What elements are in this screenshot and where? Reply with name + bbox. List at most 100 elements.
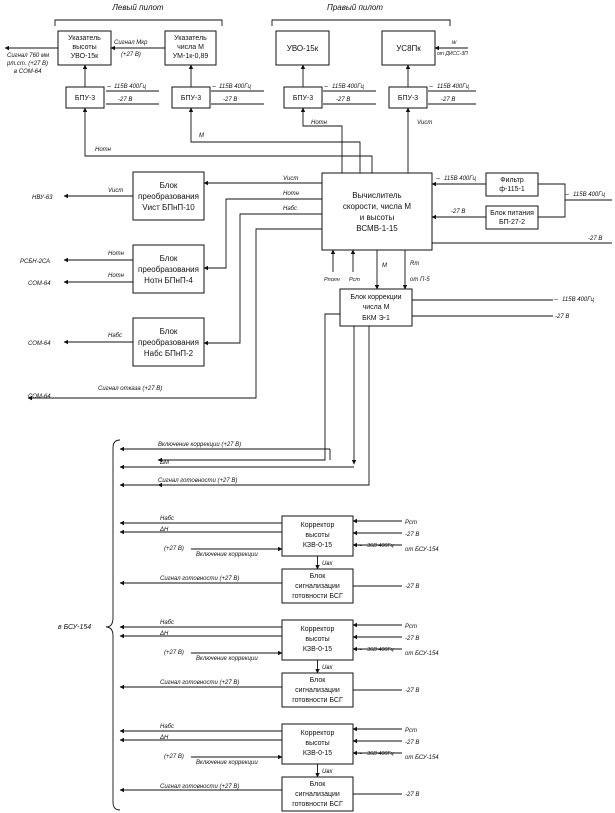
svg-text:Uвх: Uвх xyxy=(322,665,333,671)
p5-label: от П-5 xyxy=(410,277,430,283)
right-pilot-brace xyxy=(271,19,451,26)
svg-text:БКМ Э-1: БКМ Э-1 xyxy=(362,315,390,322)
svg-text:-27 В: -27 В xyxy=(405,688,419,694)
svg-text:ΔН: ΔН xyxy=(159,631,169,637)
svg-text:-27 В: -27 В xyxy=(441,97,455,103)
svg-text:115В 400Гц: 115В 400Гц xyxy=(437,84,470,90)
m-mid-label: М xyxy=(382,263,387,269)
pfull-label: Рполн xyxy=(324,277,340,283)
svg-text:ΔН: ΔН xyxy=(159,527,169,533)
svg-text:Сигнал готовности (+27 В): Сигнал готовности (+27 В) xyxy=(160,576,239,582)
nvu-label: НВУ-63 xyxy=(32,195,53,201)
svg-text:рт.ст. (+27 В): рт.ст. (+27 В) xyxy=(6,61,48,67)
svg-text:Корректор: Корректор xyxy=(301,626,335,633)
svg-text:-27 В: -27 В xyxy=(405,584,419,590)
som-label-3: СОМ-64 xyxy=(28,394,51,400)
svg-text:Блок питания: Блок питания xyxy=(490,210,534,217)
bpu-power-3: 115В 400Гц -27 В ~ xyxy=(323,84,376,105)
bpu-4: БПУ-3 xyxy=(388,86,428,109)
kzv-block-2: Корректор высоты КЗВ-0-15 xyxy=(281,619,354,661)
svg-text:БП-27-2: БП-27-2 xyxy=(499,219,525,226)
w-label: w xyxy=(452,40,457,46)
svg-text:36В 400Гц: 36В 400Гц xyxy=(367,751,394,757)
svg-text:КЗВ-0-15: КЗВ-0-15 xyxy=(303,646,332,653)
svg-text:Набс: Набс xyxy=(160,724,174,730)
bpn-hotn-block: Блок преобразования Нотн БПнП-4 xyxy=(132,244,205,294)
svg-text:БПУ-3: БПУ-3 xyxy=(293,95,313,102)
svg-text:скорости, числа М: скорости, числа М xyxy=(343,202,411,211)
svg-text:Фильтр: Фильтр xyxy=(500,177,524,184)
bkm-power-label: 115В 400Гц xyxy=(562,297,595,303)
svg-text:Включение коррекции: Включение коррекции xyxy=(196,552,258,558)
svg-text:(+27 В): (+27 В) xyxy=(164,650,184,656)
vsmv-minus27-label: -27 В xyxy=(588,236,602,242)
svg-text:Блок: Блок xyxy=(160,254,178,263)
bpn-vist-block: Блок преобразования Vист БПнП-10 xyxy=(132,171,205,221)
svg-text:числа М: числа М xyxy=(177,44,204,51)
svg-text:от БСУ-154: от БСУ-154 xyxy=(405,547,439,553)
svg-text:Vист: Vист xyxy=(108,188,123,194)
kzv-block-1: Корректор высоты КЗВ-0-15 xyxy=(281,515,354,557)
svg-text:Блок: Блок xyxy=(160,181,178,190)
svg-text:ВСМВ-1-15: ВСМВ-1-15 xyxy=(356,224,398,233)
svg-text:115В 400Гц: 115В 400Гц xyxy=(444,176,477,182)
svg-text:Блок: Блок xyxy=(310,573,327,580)
svg-text:сигнализации: сигнализации xyxy=(295,791,340,798)
svg-text:высоты: высоты xyxy=(305,532,329,539)
svg-text:Включение коррекции: Включение коррекции xyxy=(196,656,258,662)
svg-text:Сигнал готовности (+27 В): Сигнал готовности (+27 В) xyxy=(160,680,239,686)
hotn-right-label: Нотн xyxy=(311,120,328,126)
bp27-block: Блок питания БП-27-2 xyxy=(485,205,539,230)
svg-text:сигнализации: сигнализации xyxy=(295,583,340,590)
svg-text:числа М: числа М xyxy=(363,304,390,311)
svg-text:Рст: Рст xyxy=(405,728,417,734)
to-bsu-label: в БСУ-154 xyxy=(58,624,91,631)
filter-block: Фильтр ф-115-1 xyxy=(485,172,539,197)
bpn-habs-block: Блок преобразования Набс БПнП-2 xyxy=(132,317,205,367)
kzv-block-3: Корректор высоты КЗВ-0-15 xyxy=(281,723,354,765)
svg-text:готовности БСГ: готовности БСГ xyxy=(292,801,343,808)
signal-mkr-power: (+27 В) xyxy=(121,52,141,58)
svg-text:~: ~ xyxy=(107,84,111,91)
svg-text:36В 400Гц: 36В 400Гц xyxy=(367,647,394,653)
svg-text:-27 В: -27 В xyxy=(405,636,419,642)
svg-text:Рст: Рст xyxy=(405,624,417,630)
svg-text:ф-115-1: ф-115-1 xyxy=(499,186,525,193)
svg-text:~: ~ xyxy=(324,84,328,91)
vist-top-label: Vист xyxy=(417,120,432,126)
svg-text:-27 В: -27 В xyxy=(451,209,465,215)
svg-text:и высоты: и высоты xyxy=(360,213,395,222)
svg-text:готовности БСГ: готовности БСГ xyxy=(292,697,343,704)
svg-text:~: ~ xyxy=(358,543,362,550)
svg-text:ΔН: ΔН xyxy=(159,735,169,741)
svg-text:Набс: Набс xyxy=(108,333,122,339)
rsbn-label: РСБН-2СА xyxy=(20,259,50,265)
svg-text:-27 В: -27 В xyxy=(223,97,237,103)
habs-mid-label: Набс xyxy=(283,206,297,212)
svg-text:Uвх: Uвх xyxy=(322,769,333,775)
bpu-power-1: 115В 400Гц -27 В ~ xyxy=(106,84,159,105)
um-block: Указатель числа М УМ-1к-0,89 xyxy=(164,30,217,66)
svg-text:Блок коррекции: Блок коррекции xyxy=(350,294,401,301)
ready-top-label: Сигнал готовности (+27 В) xyxy=(158,478,237,484)
bkm-block: Блок коррекции числа М БКМ Э-1 xyxy=(339,288,413,327)
svg-text:-27 В: -27 В xyxy=(405,532,419,538)
svg-text:преобразования: преобразования xyxy=(138,265,199,274)
svg-text:-27 В: -27 В xyxy=(336,97,350,103)
svg-text:~: ~ xyxy=(436,176,440,183)
svg-text:Нотн: Нотн xyxy=(108,251,125,257)
svg-text:Нотн: Нотн xyxy=(108,273,125,279)
svg-text:сигнализации: сигнализации xyxy=(295,687,340,694)
svg-text:от БСУ-154: от БСУ-154 xyxy=(405,755,439,761)
pst-label: Рст xyxy=(349,277,360,283)
svg-text:высоты: высоты xyxy=(305,636,329,643)
left-pilot-title: Левый пилот xyxy=(111,3,163,12)
corr-on-label: Включение коррекции (+27 В) xyxy=(158,442,241,448)
svg-text:Включение коррекции: Включение коррекции xyxy=(196,760,258,766)
uvo-right-block: УВО-15к xyxy=(275,30,330,66)
svg-text:Набс БПнП-2: Набс БПнП-2 xyxy=(144,349,194,358)
svg-text:Vист БПнП-10: Vист БПнП-10 xyxy=(142,203,195,212)
svg-text:Блок: Блок xyxy=(160,327,178,336)
svg-text:БПУ-3: БПУ-3 xyxy=(181,95,201,102)
bpu-power-4: 115В 400Гц -27 В ~ xyxy=(428,84,476,105)
